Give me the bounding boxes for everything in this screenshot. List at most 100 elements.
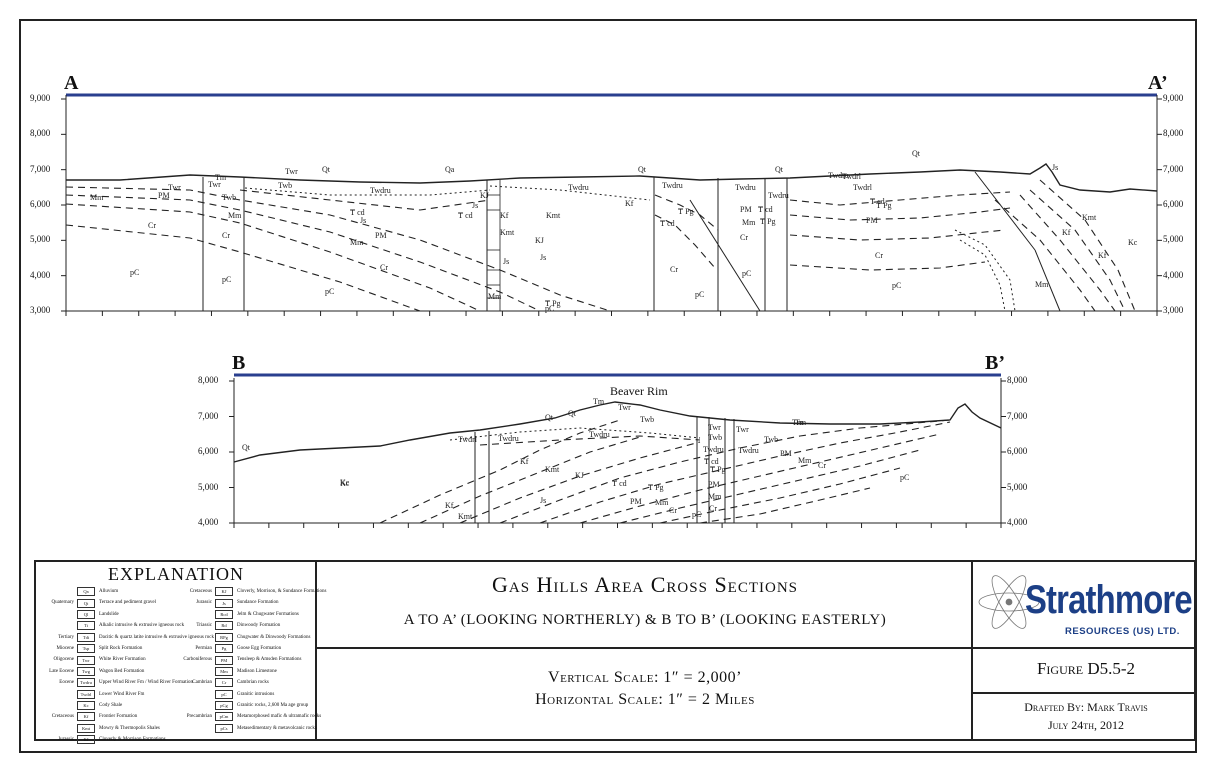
section-b-unit-label: Twr (736, 425, 749, 434)
section-a-left-letter: A (64, 72, 79, 94)
section_a-right-tick-label: 6,000 (1163, 199, 1184, 209)
section-a-unit-label: Mm (1035, 280, 1049, 289)
legend-description: Dinwoody Formation (237, 623, 281, 629)
section-b-unit-label: Twr (708, 423, 721, 432)
section_b-left-tick-label: 4,000 (198, 517, 219, 527)
legend-unit-swatch: RPg (215, 632, 233, 642)
section-b-unit-label: Twr (618, 403, 631, 412)
legend-description: Metamorphosed mafic & ultramafic rocks (237, 714, 322, 720)
section_b-left-tick-label: 5,000 (198, 481, 219, 492)
section_a-left-tick-label: 5,000 (30, 234, 51, 245)
section-b-unit-label: KJ (575, 471, 584, 480)
section-a-unit-label: Twdru (735, 183, 756, 192)
legend-description: Mowry & Thermopolis Shales (99, 725, 160, 731)
legend-description: Split Rock Formation (99, 645, 143, 651)
section-a-unit-label: Kmt (1082, 213, 1097, 222)
legend-unit-swatch: Kc (77, 701, 95, 711)
section-a-unit-label: pC (325, 287, 334, 296)
legend-description: Granitic intrusions (237, 691, 275, 697)
section-b-unit-label: pC (900, 473, 909, 482)
section-b-faults (474, 416, 735, 523)
legend-unit-swatch: Rcd (215, 609, 233, 619)
legend-description: Goose Egg Formation (237, 645, 282, 651)
legend-unit-swatch: Rd (215, 621, 233, 631)
section-b-unit-label: Twdru (589, 430, 610, 439)
section-a-unit-label: pC (695, 290, 704, 299)
section-a-unit-label: Twdru (568, 183, 589, 192)
section-b-unit-label: Qt (568, 409, 577, 418)
section-a-unit-label: Twb (278, 181, 292, 190)
section-a-unit-label: Kf (500, 211, 509, 220)
section-b-unit-label: Qt (242, 443, 251, 452)
section-b-unit-label: Tm (792, 418, 804, 427)
section-a-unit-label: Kf (625, 199, 634, 208)
legend-description: Cody Shale (99, 702, 123, 708)
section-a-unit-label: Twr (168, 183, 181, 192)
legend-unit-swatch: KJ (77, 735, 95, 745)
legend-description: Cloverly, Morrison, & Sundance Formation… (237, 589, 327, 594)
section_a-right-tick-label: 5,000 (1163, 234, 1184, 245)
section-b-unit-label: Kf (445, 501, 454, 510)
drafted-by: Drafted By: Mark Travis (1024, 700, 1148, 714)
section-b-unit-label: ₸ Pg (648, 483, 664, 492)
logo-subtitle: RESOURCES (US) LTD. (1065, 626, 1180, 637)
section-a-unit-label: Twr (285, 167, 298, 176)
section-b-unit-label: ₸ cd (704, 457, 719, 466)
figure-cell: Figure D5.5-2 (973, 649, 1194, 694)
section-a-unit-label: Twb (222, 193, 236, 202)
legend-description: Alluvium (99, 589, 119, 594)
section-a-unit-label: Mm (350, 238, 364, 247)
section-b-axis-ticks (229, 380, 1006, 528)
legend-description: Sundance Formation (237, 600, 279, 606)
section-a-unit-label: Mm (228, 211, 242, 220)
legend-unit-swatch: Twr (77, 655, 95, 665)
legend-unit-swatch: Qa (77, 587, 95, 597)
section-a-dotted-contacts (244, 185, 1016, 312)
section_a-left-tick-label: 9,000 (30, 93, 51, 103)
section_a-right-tick-label: 8,000 (1163, 128, 1184, 139)
section-a-unit-label: Kc (1128, 238, 1138, 247)
section-a-unit-label: Cr (222, 231, 230, 240)
section-a-unit-label: pC (130, 268, 139, 277)
section-a-unit-label: Cr (740, 233, 748, 242)
section-a-unit-label: Qa (445, 165, 455, 174)
legend-unit-swatch: Qt (77, 598, 95, 608)
legend-description: Granitic rocks, 2,600 Ma age group (237, 702, 309, 708)
section-b-unit-label: Cr (709, 504, 717, 513)
section-a-unit-label: Qt (775, 165, 784, 174)
vertical-scale: Vertical Scale: 1″ = 2,000’ (548, 669, 742, 686)
sheet-title: Gas Hills Area Cross Sections (491, 572, 799, 597)
section_b-right-tick-label: 7,000 (1007, 410, 1028, 421)
drafted-cell: Drafted By: Mark Travis July 24th, 2012 (973, 694, 1194, 739)
legend-era: Jurassic (196, 600, 212, 606)
section-a-faults (202, 171, 1061, 312)
legend-description: Alkalic intrusive & extrusive igneous ro… (99, 623, 185, 629)
beaver-rim-label: Beaver Rim (610, 384, 668, 398)
section-a-unit-label: Mm (90, 193, 104, 202)
section-a-unit-label: Js (503, 257, 509, 266)
section-b-unit-label: Kf (520, 457, 529, 466)
section-b-unit-label: PM (630, 497, 642, 506)
section-a-unit-label: Twdrl (842, 172, 862, 181)
section_a-left-tick-label: 3,000 (30, 305, 51, 315)
legend-description: Madison Limestone (237, 668, 277, 674)
atom-logo-icon (978, 575, 1040, 629)
section-a-unit-label: ₸ Pg (876, 201, 892, 210)
section-a-contacts (65, 179, 1136, 312)
